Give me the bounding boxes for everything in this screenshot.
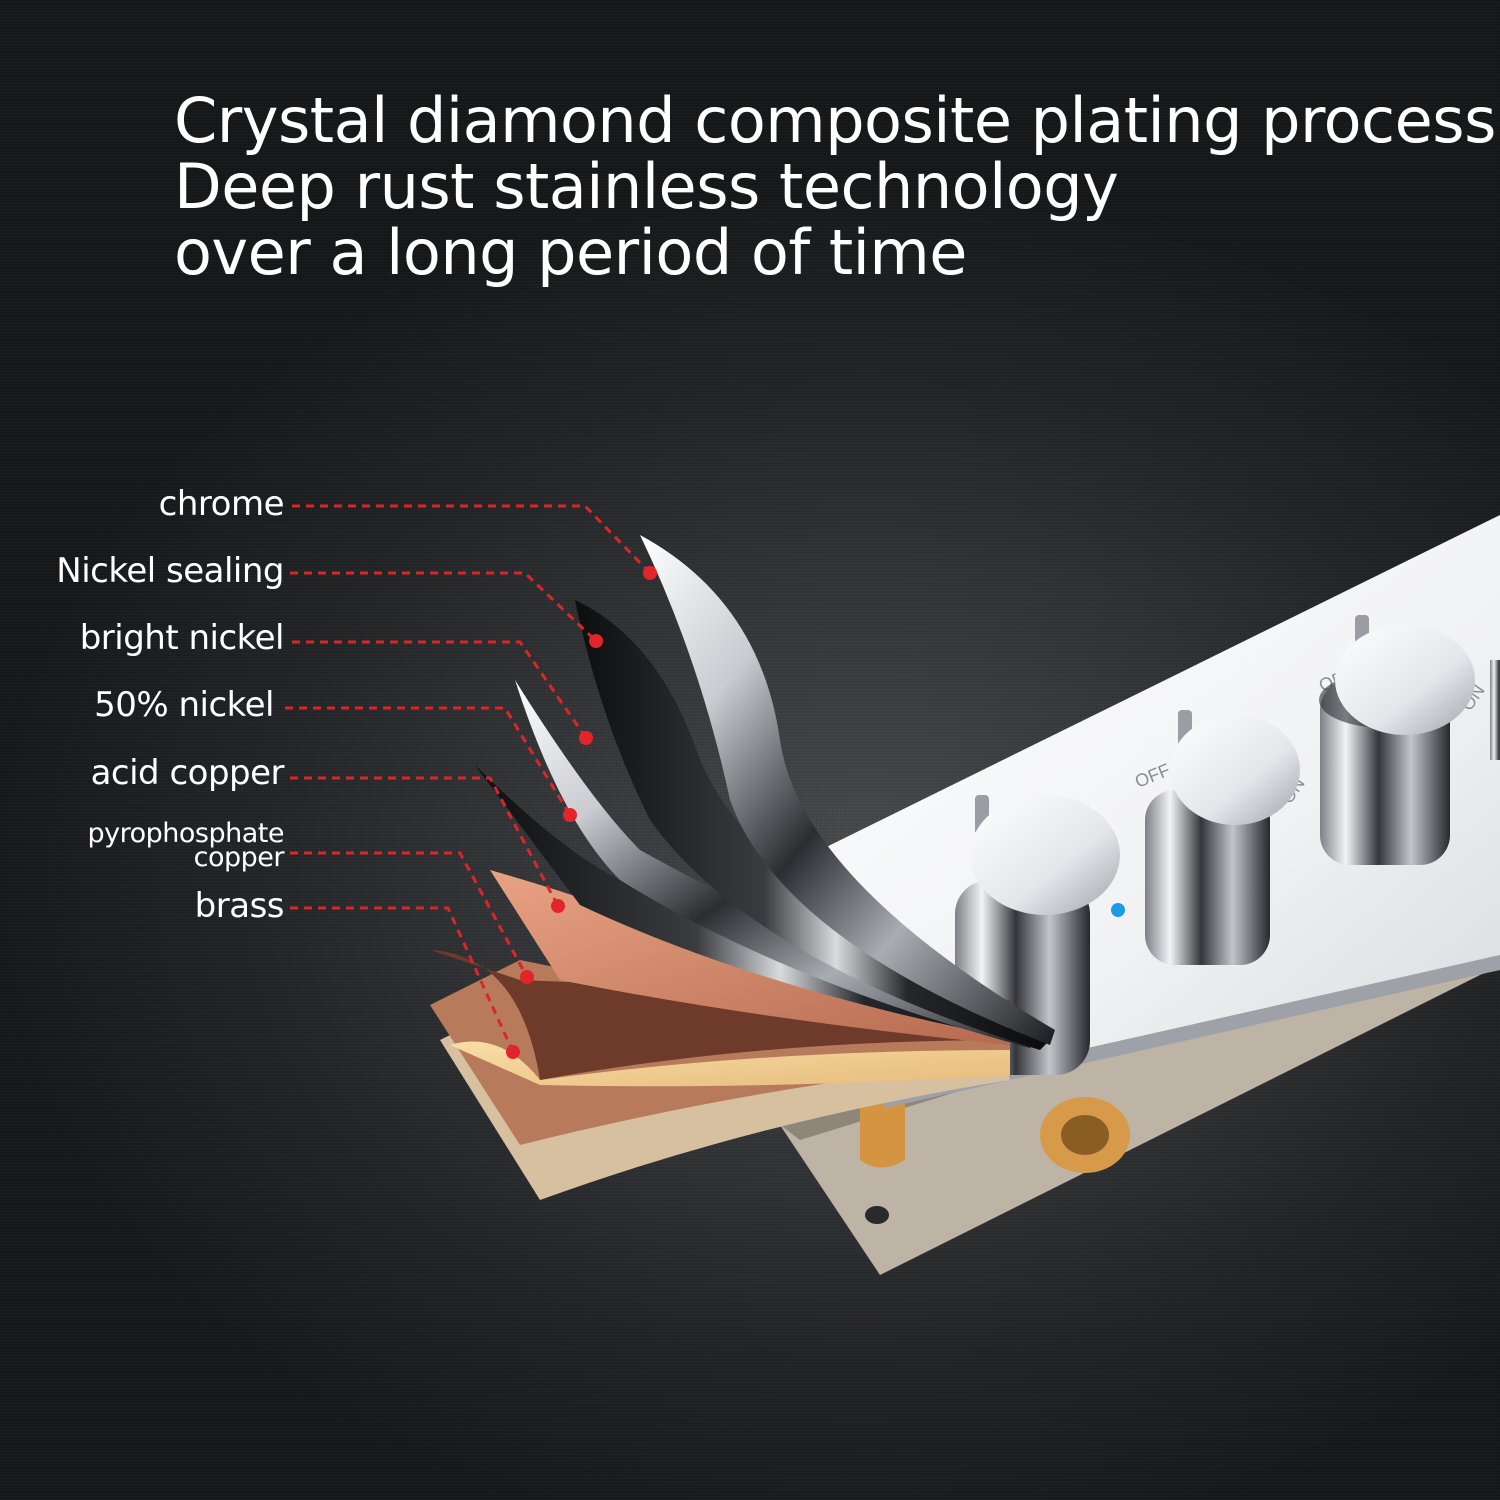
- dot-brass: [506, 1045, 520, 1059]
- dot-chrome: [643, 566, 657, 580]
- dot-50-nickel: [563, 808, 577, 822]
- knob-2: [1145, 710, 1300, 965]
- layer-label-bright-nickel: bright nickel: [79, 618, 285, 658]
- brass-fitting-bore: [1061, 1115, 1109, 1155]
- layer-acid-copper-sheet: [450, 1041, 1010, 1087]
- layer-label-nickel-sealing: Nickel sealing: [56, 551, 284, 591]
- layer-label-pyrophosphate-copper: pyrophosphate copper: [87, 818, 285, 873]
- mount-hole: [865, 1206, 889, 1224]
- leader-50-nickel: [285, 706, 572, 816]
- leader-chrome: [292, 504, 652, 575]
- leader-lines: [285, 504, 652, 1053]
- headline-line-2: Deep rust stainless technology: [174, 150, 1119, 223]
- headline-line-1: Crystal diamond composite plating proces…: [174, 84, 1496, 157]
- plating-layers: [430, 535, 1055, 1200]
- knob-4: [1490, 660, 1500, 760]
- leader-pyrophosphate-copper: [290, 851, 529, 978]
- headline-line-3: over a long period of time: [174, 216, 967, 289]
- layer-label-chrome: chrome: [158, 484, 285, 524]
- dot-bright-nickel: [579, 731, 593, 745]
- leader-bright-nickel: [292, 640, 588, 739]
- layer-chrome-sheet: [640, 535, 1055, 1045]
- layer-label-50-nickel: 50% nickel: [94, 685, 274, 725]
- leader-nickel-sealing: [290, 571, 598, 643]
- dot-pyrophosphate-copper: [520, 970, 534, 984]
- dot-acid-copper: [551, 899, 565, 913]
- layer-label-acid-copper: acid copper: [90, 753, 285, 793]
- layer-chrome-sheet-back: [575, 600, 1050, 1050]
- layer-label-copper: copper: [193, 842, 285, 873]
- layer-label-brass: brass: [194, 886, 285, 926]
- dot-nickel-sealing: [589, 634, 603, 648]
- leader-dots: [506, 566, 657, 1059]
- indicator-dot: [1111, 903, 1125, 917]
- layer-label-pyrophosphate: pyrophosphate: [87, 818, 285, 849]
- leader-acid-copper: [290, 776, 560, 907]
- leader-brass: [290, 906, 515, 1053]
- knob-3: [1319, 615, 1475, 865]
- headline: Crystal diamond composite plating proces…: [174, 88, 1496, 286]
- brass-fitting-left: [860, 1090, 905, 1168]
